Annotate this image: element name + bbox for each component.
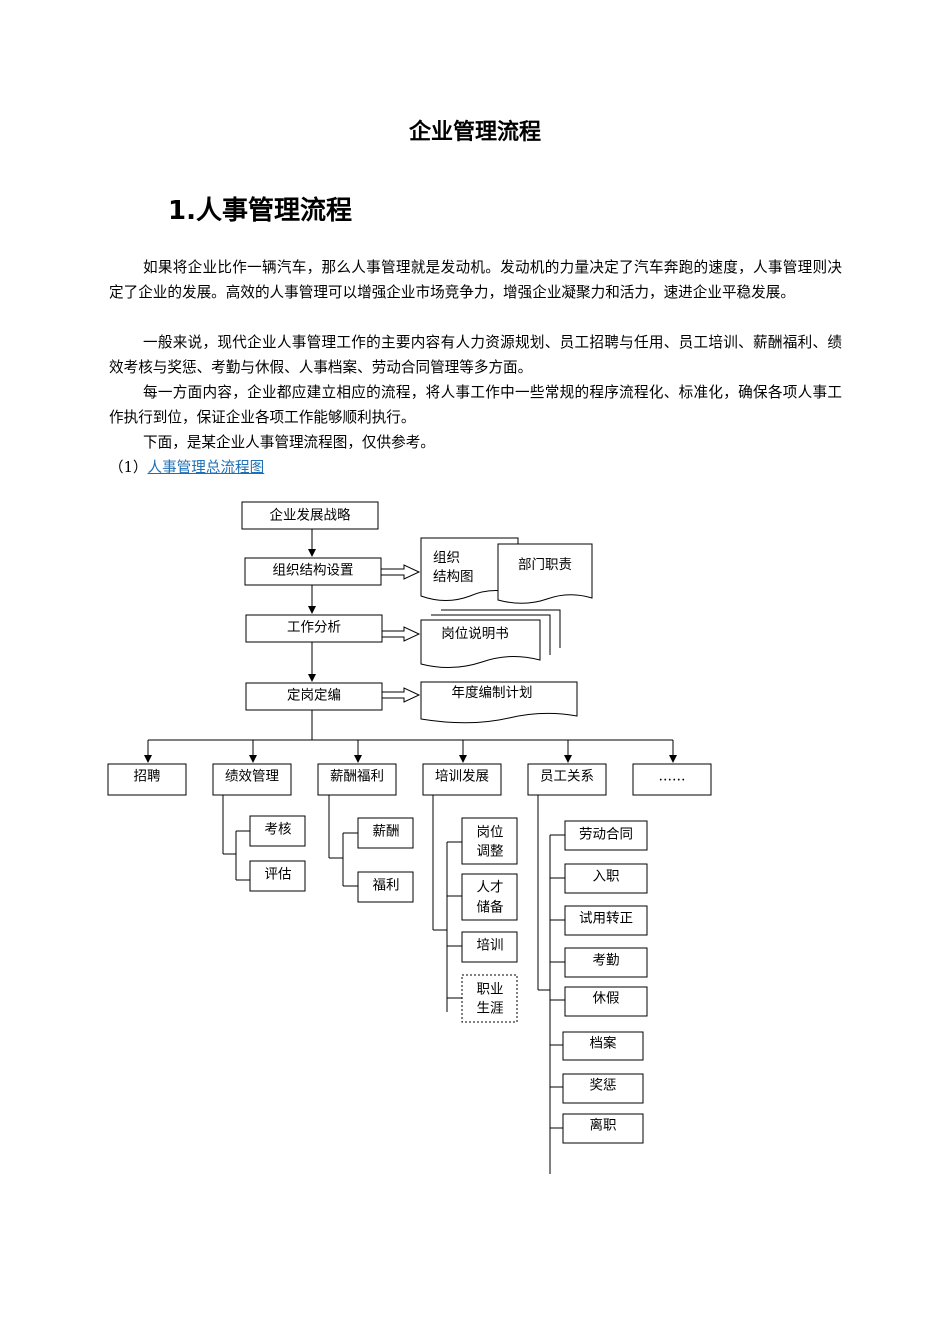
train-item-talent-label-1: 人才 [477, 880, 504, 896]
train-item-career-label-2: 生涯 [477, 1001, 504, 1017]
rel-item-probation-label: 试用转正 [579, 911, 633, 927]
comp-item-salary-label: 薪酬 [373, 824, 400, 840]
step-job-analysis [245, 614, 383, 643]
step-staffing [245, 682, 383, 711]
double-arrow-job [382, 626, 421, 642]
rel-item-attendance-label: 考勤 [593, 953, 620, 969]
branch-training-label: 培训发展 [435, 769, 489, 785]
doc-stack-mid [431, 614, 551, 655]
doc-annual-plan-label: 年度编制计划 [452, 685, 533, 701]
branch-relations [527, 763, 607, 796]
rel-item-resignation-label: 离职 [590, 1117, 617, 1134]
perf-item-assessment-label: 考核 [265, 822, 292, 838]
branch-compensation-label: 薪酬福利 [330, 769, 384, 785]
section-heading: 1.人事管理流程 [168, 196, 352, 226]
step-job-analysis-label: 工作分析 [287, 620, 341, 636]
rel-item-attendance [564, 947, 648, 978]
rel-item-probation [564, 905, 648, 936]
rel-item-onboarding-label: 入职 [593, 869, 620, 885]
doc-dept-duties-label: 部门职责 [518, 557, 572, 573]
branch-performance-label: 绩效管理 [225, 769, 279, 785]
rel-item-resignation [562, 1113, 644, 1144]
comp-item-benefits [357, 871, 414, 903]
paragraph-2: 一般来说，现代企业人事管理工作的主要内容有人力资源规划、员工招聘与任用、员工培训… [109, 334, 842, 376]
double-arrow-staffing [382, 687, 421, 703]
train-item-training [461, 931, 518, 963]
rel-item-archives-label: 档案 [590, 1035, 618, 1052]
perf-item-evaluation [249, 860, 306, 892]
branch-training [422, 763, 502, 796]
step-org-structure-label: 组织结构设置 [273, 563, 354, 579]
rel-item-rewards-label: 奖惩 [590, 1077, 617, 1094]
branch-compensation [317, 763, 397, 796]
doc-org-chart-label-1: 组织 [433, 550, 460, 566]
branch-more-label: …… [659, 769, 686, 785]
paragraph-3: 每一方面内容，企业都应建立相应的流程，将人事工作中一些常规的程序流程化、标准化，… [109, 384, 842, 426]
doc-org-chart-label-2: 结构图 [433, 569, 474, 585]
train-item-career-label-1: 职业 [477, 982, 504, 998]
doc-job-description [420, 619, 541, 668]
branch-performance [212, 763, 292, 796]
paragraph-4: 下面，是某企业人事管理流程图，仅供参考。 [143, 434, 435, 451]
train-item-job-adjust-label-1: 岗位 [477, 825, 504, 841]
step-staffing-label: 定岗定编 [287, 688, 341, 704]
comp-item-salary [357, 817, 414, 849]
perf-item-evaluation-label: 评估 [265, 867, 292, 883]
doc-job-description-label: 岗位说明书 [441, 626, 509, 642]
branch-more [632, 763, 712, 796]
rel-item-leave [564, 986, 648, 1017]
step-strategy-label: 企业发展战略 [270, 507, 351, 524]
branch-relations-label: 员工关系 [540, 769, 594, 785]
rel-item-leave-label: 休假 [593, 991, 621, 1007]
train-item-talent [461, 873, 518, 921]
doc-annual-plan [420, 681, 578, 724]
doc-stack-back [441, 609, 561, 648]
document-title: 企业管理流程 [408, 120, 541, 145]
step-strategy [241, 501, 379, 530]
figure-caption-link[interactable]: 人事管理总流程图 [147, 459, 265, 476]
branch-recruiting [107, 763, 187, 796]
paragraph-1: 如果将企业比作一辆汽车，那么人事管理就是发动机。发动机的力量决定了汽车奔跑的速度… [109, 259, 842, 301]
train-item-career [461, 974, 518, 1023]
step-org-structure [244, 557, 382, 586]
rel-item-contract-label: 劳动合同 [579, 827, 633, 843]
doc-dept-duties [497, 543, 593, 604]
train-item-job-adjust-label-2: 调整 [477, 844, 504, 860]
rel-item-archives [562, 1031, 644, 1061]
double-arrow-org [381, 564, 421, 580]
branch-recruiting-label: 招聘 [134, 769, 161, 785]
rel-item-contract [564, 820, 648, 851]
train-item-training-label: 培训 [477, 938, 504, 954]
rel-item-onboarding [564, 863, 648, 894]
comp-item-benefits-label: 福利 [373, 878, 400, 894]
figure-caption-prefix: （1） [109, 459, 148, 476]
train-item-talent-label-2: 储备 [477, 899, 504, 916]
perf-item-assessment [249, 815, 306, 847]
train-item-job-adjust [461, 817, 518, 865]
figure-caption: （1）人事管理总流程图 [109, 455, 264, 480]
rel-item-rewards [562, 1073, 644, 1104]
